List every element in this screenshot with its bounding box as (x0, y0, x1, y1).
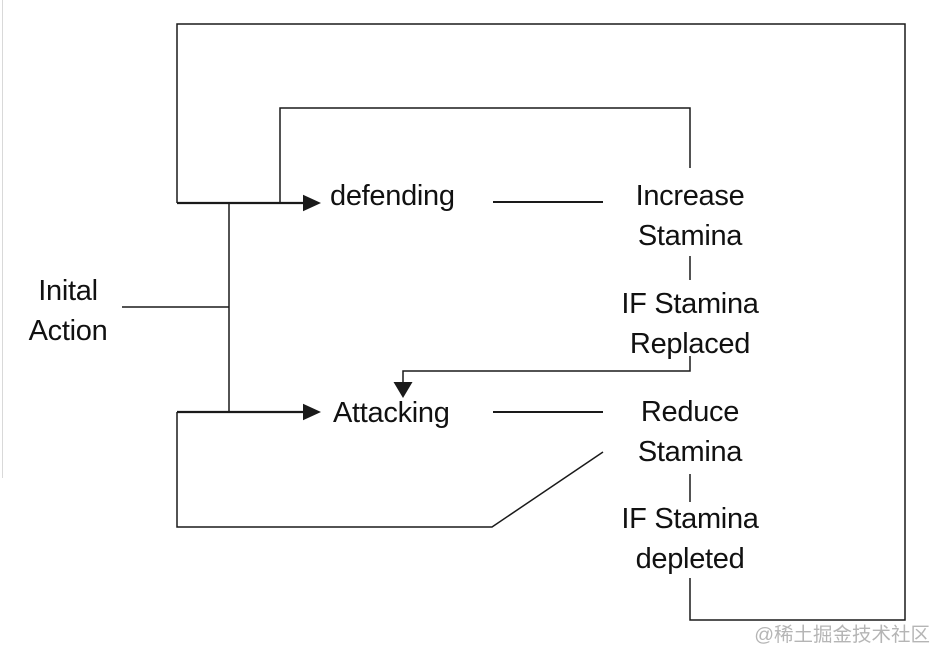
increase-to-defending-loop-line (279, 107, 691, 202)
if-stamina-depleted-label-line2: depleted (636, 543, 745, 575)
defending-state-label: defending (330, 180, 455, 212)
reduce-stamina-label-line1: Reduce (641, 396, 739, 428)
arrow-right-icon (303, 403, 321, 421)
initial-action-label-line2: Action (29, 315, 108, 347)
increase-stamina-label-line2: Stamina (638, 220, 743, 252)
increase-stamina-label-line1: Increase (636, 180, 745, 212)
reduce-to-attacking-loop-line (176, 412, 604, 528)
if-stamina-replaced-label-line1: IF Stamina (621, 288, 759, 320)
reduce-stamina-label-line2: Stamina (638, 436, 743, 468)
depleted-to-defending-loop-line (176, 23, 906, 621)
arrow-right-icon (303, 194, 321, 212)
initial-action-label-line1: Inital (38, 275, 97, 307)
if-stamina-replaced-label-line2: Replaced (630, 328, 750, 360)
replaced-to-attacking-elbow-line (402, 356, 691, 384)
watermark-text: @稀土掘金技术社区 (754, 624, 930, 646)
arrow-down-icon (393, 382, 413, 398)
if-stamina-depleted-label-line1: IF Stamina (621, 503, 759, 535)
attacking-state-label: Attacking (333, 397, 450, 429)
